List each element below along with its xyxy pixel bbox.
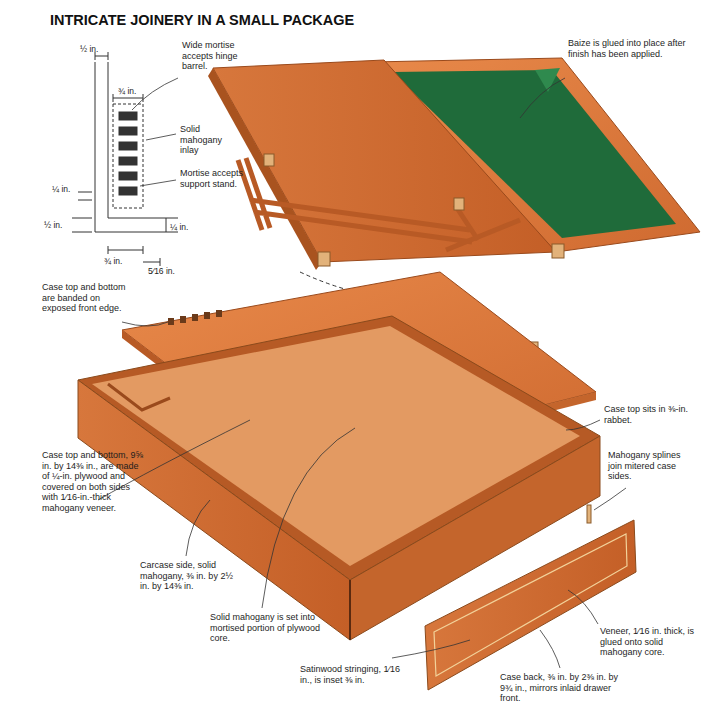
callout-text: Case back, ⅜ in. by 2⅜ in. by 9¾ in., mi… [500, 672, 628, 704]
dimension-label: ½ in. [44, 220, 62, 230]
callout-text: Case top and bottom, 9⅝ in. by 14⅜ in., … [42, 450, 146, 514]
dimension-label: 5⁄16 in. [148, 266, 175, 276]
title: INTRICATE JOINERY IN A SMALL PACKAGE [50, 12, 354, 28]
callout-text: Wide mortise accepts hinge barrel. [182, 40, 262, 72]
dimension-label: ¼ in. [170, 222, 188, 232]
callout-text: Case top and bottom are banded on expose… [42, 282, 132, 314]
callout-text: Satinwood stringing, 1⁄16 in., is inset … [300, 664, 404, 685]
dimension-label: ¾ in. [118, 86, 136, 96]
dimension-label: ¼ in. [52, 184, 70, 194]
callout-text: Veneer, 1⁄16 in. thick, is glued onto so… [600, 626, 696, 658]
callout-text: Mortise accepts support stand. [180, 168, 256, 189]
dimension-label: ¾ in. [104, 256, 122, 266]
dimension-label: ½ in. [80, 44, 98, 54]
callout-text: Solid mahogany is set into mortised port… [210, 612, 328, 644]
callout-text: Solid mahogany inlay [180, 124, 242, 156]
inset-detail [72, 52, 178, 266]
callout-text: Case top sits in ⅜-in. rabbet. [604, 404, 690, 425]
callout-text: Baize is glued into place after finish h… [568, 38, 686, 59]
callout-text: Carcase side, solid mahogany, ⅜ in. by 2… [140, 560, 240, 592]
leader-line [98, 78, 626, 668]
callout-text: Mahogany splines join mitered case sides… [608, 450, 684, 482]
case-back-illustration [425, 520, 636, 690]
